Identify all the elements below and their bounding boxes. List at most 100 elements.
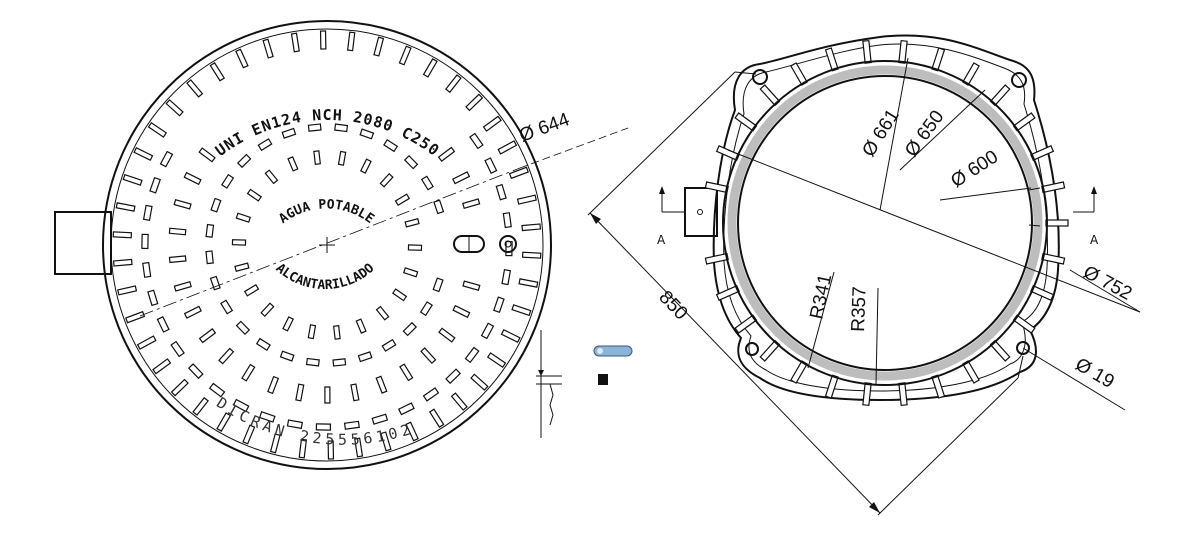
cover-slot <box>422 58 438 78</box>
cover-slot <box>307 123 322 132</box>
cover-slot <box>183 305 202 319</box>
cover-slot <box>269 433 281 454</box>
cover-slot <box>420 347 437 365</box>
cover-slot <box>307 324 317 340</box>
frame-seat-ring-gasket <box>727 65 1043 381</box>
cover-slot <box>450 392 468 411</box>
cover-slot <box>295 383 305 402</box>
cover-slot <box>452 171 471 185</box>
cover-slot <box>337 150 347 166</box>
cover-slot <box>404 218 420 228</box>
cover-slot <box>186 79 204 98</box>
cover-slot <box>508 166 529 180</box>
cover-slot <box>500 328 521 344</box>
cover-slot <box>462 198 481 209</box>
cover-slot <box>445 74 462 94</box>
frame-seat-ring-outer <box>722 60 1048 386</box>
cover-slot <box>313 150 321 166</box>
cover-slot <box>218 347 235 365</box>
nut-part-icon <box>598 374 608 385</box>
cover-view: UNI EN124 NCH 2080 C250 AGUA POTABLE ALC… <box>54 20 629 470</box>
cover-slot <box>381 338 397 352</box>
frame-rib <box>989 84 1011 107</box>
cover-diameter-label: Ø 644 <box>517 109 573 147</box>
cover-slot <box>142 261 152 278</box>
dim-19-line <box>1022 347 1126 411</box>
cover-slot <box>136 335 157 350</box>
frame-rib <box>1041 181 1066 194</box>
svg-text:A: A <box>1090 233 1099 247</box>
cover-slot <box>255 337 271 351</box>
cover-slot <box>187 363 204 380</box>
svg-text:A: A <box>657 233 666 247</box>
cover-slot <box>433 199 445 215</box>
cover-slot <box>334 123 349 133</box>
cover-slot <box>235 320 251 336</box>
frame-rib <box>715 284 740 302</box>
cover-slot <box>402 267 419 278</box>
frame-rib <box>862 39 872 64</box>
cover-slot <box>383 139 399 153</box>
cover-slot <box>235 212 252 223</box>
dim-650-label: Ø 650 <box>901 107 948 161</box>
cover-slot <box>495 183 507 201</box>
cover-slot <box>350 383 360 402</box>
cover-axis-line <box>139 167 521 317</box>
frame-rib <box>704 252 729 265</box>
cover-slot <box>112 258 133 267</box>
cover-slot <box>419 301 433 317</box>
cover-slot <box>282 316 295 332</box>
cover-slot <box>465 93 484 112</box>
cover-slot <box>173 198 192 210</box>
section-arrow-right: A <box>1073 186 1099 247</box>
cover-slot <box>432 277 444 293</box>
dim-r357-label: R357 <box>848 286 871 332</box>
cover-slot <box>159 150 174 168</box>
cover-slot <box>170 340 185 358</box>
cover-slots-ring-3 <box>168 146 481 404</box>
frame-bolt-hole-4 <box>1016 341 1030 355</box>
cover-slot <box>208 382 226 398</box>
cover-slot <box>355 318 367 334</box>
cover-slot <box>264 169 279 185</box>
cover-slot <box>521 223 542 232</box>
cover-slot <box>445 368 462 385</box>
cover-slot <box>170 378 189 397</box>
cover-slot <box>357 351 373 363</box>
cover-slot <box>234 262 250 272</box>
cover-slot <box>405 421 419 442</box>
cover-slot <box>260 302 275 318</box>
cover-slot <box>305 357 320 367</box>
cover-slot <box>391 288 408 302</box>
cover-slot <box>152 358 172 375</box>
cover-slot <box>221 173 235 189</box>
cover-slot <box>286 419 304 430</box>
cover-slot <box>420 175 434 191</box>
frame-rib <box>824 47 839 72</box>
dim-19-label: Ø 19 <box>1072 354 1118 393</box>
cover-slot <box>246 188 263 202</box>
dim-661-label: Ø 661 <box>858 106 903 161</box>
cover-slot <box>462 280 481 292</box>
cover-slot <box>486 352 507 369</box>
frame-rib <box>1030 284 1055 302</box>
cover-slot <box>437 146 456 162</box>
cover-slot <box>452 304 471 319</box>
cover-slot <box>397 402 415 416</box>
frame-flange-ribs <box>704 39 1069 407</box>
frame-rib <box>759 84 781 107</box>
frame-rib <box>824 374 839 399</box>
cover-slot <box>198 147 216 163</box>
cover-slot <box>281 127 297 139</box>
cover-slot <box>438 327 456 343</box>
frame-seat-ring-inner <box>737 75 1033 371</box>
dim-850-line <box>589 212 881 514</box>
cover-inner-rim <box>110 28 544 462</box>
cover-slot <box>497 140 518 155</box>
cover-slot <box>394 193 411 207</box>
cover-slot <box>241 363 256 382</box>
cover-slot <box>287 156 299 172</box>
cover-slot <box>343 420 360 430</box>
cover-slot <box>262 38 274 59</box>
